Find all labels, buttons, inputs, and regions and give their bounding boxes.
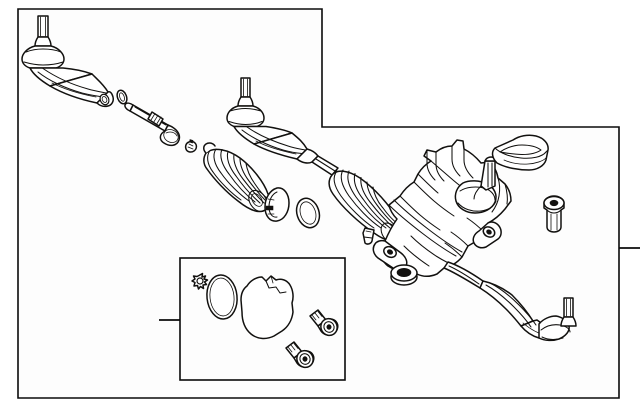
steering-gear-housing (372, 139, 512, 278)
star-lock-washer (191, 272, 209, 290)
steering-rack-bellows-boot-left (203, 142, 271, 213)
flange-bolt-upper (309, 309, 339, 337)
tie-rod-washer-left (116, 89, 128, 105)
outer-tie-rod-end-right (479, 280, 577, 342)
seal-kit-detail-box (179, 257, 346, 381)
rubber-grommet-plug (390, 264, 418, 286)
steering-rack-bellows-boot-right (328, 169, 402, 244)
seal-o-ring (206, 274, 238, 320)
cover-gasket (240, 275, 294, 340)
inner-tie-rod (124, 102, 181, 147)
heat-shield-bracket (491, 134, 549, 171)
illustration-border (17, 8, 620, 399)
alignment-dowel-pin (362, 227, 375, 245)
outer-tie-rod-end-left (21, 15, 114, 108)
bellows-o-ring (295, 197, 321, 229)
flange-bolt-lower (285, 341, 315, 369)
pinion-input-shaft (473, 156, 496, 200)
mounting-bushing-sleeve (543, 195, 565, 233)
bellows-clamp-small (184, 139, 198, 153)
bellows-clamp-large (264, 187, 290, 222)
outer-tie-rod-end-center (226, 77, 339, 176)
